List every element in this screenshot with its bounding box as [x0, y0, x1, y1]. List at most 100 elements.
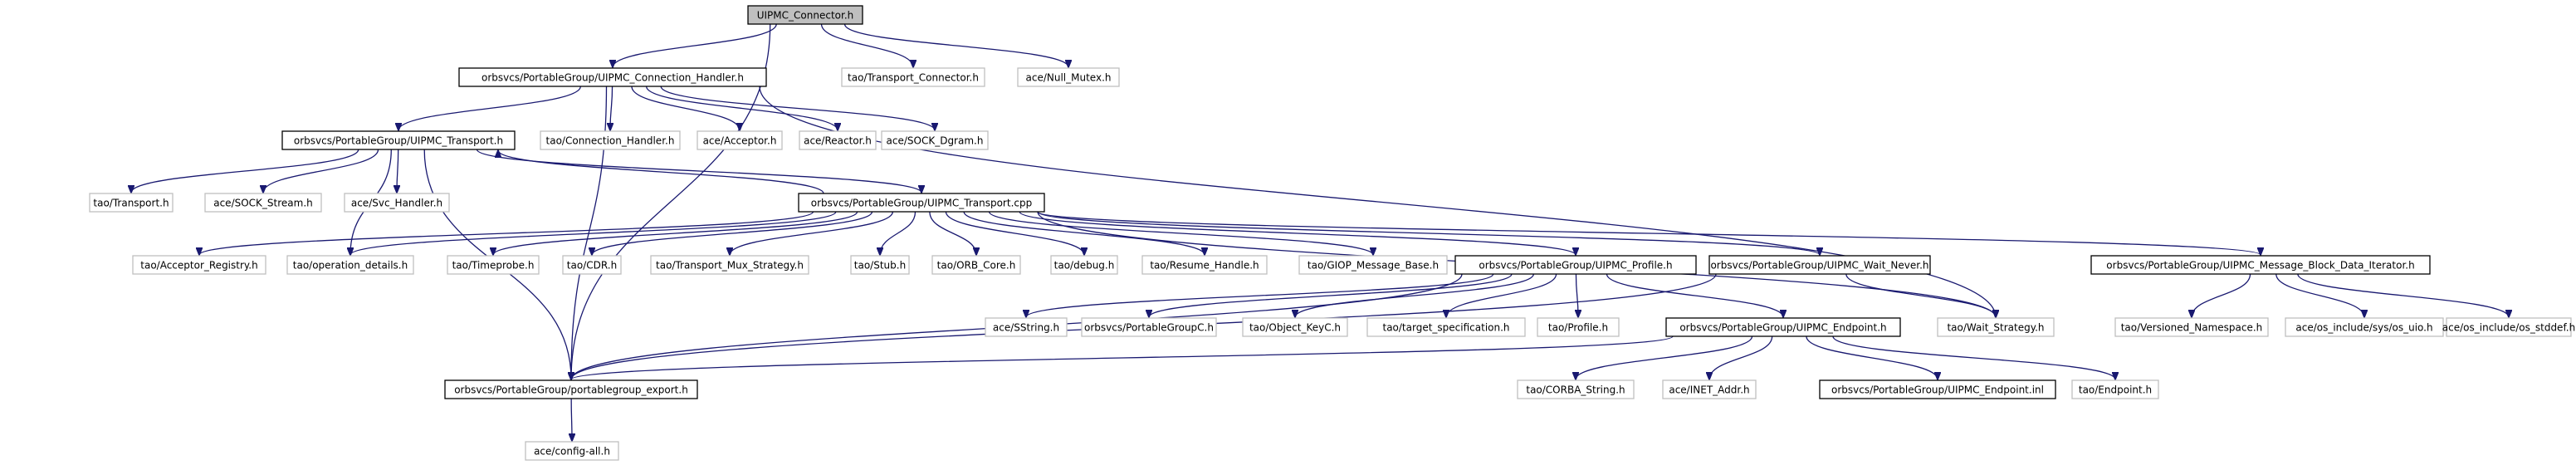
node-box: [1819, 379, 2056, 399]
graph-node[interactable]: orbsvcs/PortableGroup/UIPMC_Endpoint.inl: [1819, 379, 2056, 399]
node-box: [1242, 317, 1348, 337]
node-label: tao/ORB_Core.h: [937, 260, 1016, 272]
node-box: [132, 255, 266, 275]
node-label: ace/os_include/sys/os_uio.h: [2295, 322, 2432, 334]
edge-n12-n13: [199, 211, 814, 255]
graph-node[interactable]: orbsvcs/PortableGroup/UIPMC_Transport.h: [281, 130, 516, 150]
node-box: [204, 193, 322, 213]
graph-node: ace/SString.h: [985, 317, 1068, 337]
node-label: ace/Svc_Handler.h: [351, 198, 442, 209]
graph-node[interactable]: orbsvcs/PortableGroup/portablegroup_expo…: [444, 379, 698, 399]
node-label: orbsvcs/PortableGroup/UIPMC_Transport.h: [294, 135, 503, 147]
node-box: [799, 130, 877, 150]
edge-n12-n21: [963, 211, 1205, 255]
node-box: [1017, 67, 1120, 87]
graph-node: ace/Svc_Handler.h: [344, 193, 450, 213]
graph-node: tao/Versioned_Namespace.h: [2114, 317, 2269, 337]
node-box: [344, 193, 450, 213]
node-box: [2090, 255, 2431, 275]
node-box: [1708, 255, 1931, 275]
node-label: tao/debug.h: [1054, 260, 1115, 272]
node-label: tao/Transport_Mux_Strategy.h: [656, 260, 804, 272]
edge-n0-n36: [571, 23, 771, 379]
node-label: ace/os_include/os_stddef.h: [2442, 322, 2575, 334]
node-box: [286, 255, 414, 275]
graph-node: tao/Object_KeyC.h: [1242, 317, 1348, 337]
node-box: [2446, 317, 2572, 337]
edge-n23-n29: [1446, 273, 1557, 317]
node-label: ace/SString.h: [993, 322, 1059, 334]
node-label: orbsvcs/PortableGroup/UIPMC_Endpoint.inl: [1831, 384, 2044, 396]
graph-node: tao/CDR.h: [562, 255, 622, 275]
graph-node: tao/CORBA_String.h: [1517, 379, 1635, 399]
graph-node[interactable]: orbsvcs/PortableGroup/UIPMC_Message_Bloc…: [2090, 255, 2431, 275]
graph-node: tao/Acceptor_Registry.h: [132, 255, 266, 275]
edge-n24-n32: [1845, 273, 1996, 317]
edge-n12-n16: [592, 211, 873, 255]
node-label: ace/Null_Mutex.h: [1026, 72, 1112, 84]
graph-node[interactable]: orbsvcs/PortableGroup/UIPMC_Profile.h: [1454, 255, 1697, 275]
edge-n23-n26: [1026, 273, 1494, 317]
node-label: orbsvcs/PortableGroup/UIPMC_Connection_H…: [481, 72, 744, 84]
node-box: [1537, 317, 1620, 337]
edge-n4-n9: [131, 149, 359, 193]
graph-node[interactable]: orbsvcs/PortableGroup/UIPMC_Transport.cp…: [798, 193, 1045, 213]
graph-node: ace/Acceptor.h: [697, 130, 783, 150]
graph-node[interactable]: orbsvcs/PortableGroup/UIPMC_Wait_Never.h: [1708, 255, 1931, 275]
node-label: tao/GIOP_Message_Base.h: [1308, 260, 1439, 272]
node-label: tao/operation_details.h: [293, 260, 408, 272]
node-label: orbsvcs/PortableGroup/UIPMC_Message_Bloc…: [2106, 260, 2414, 272]
graph-node: tao/Profile.h: [1537, 317, 1620, 337]
edge-n0-n3: [843, 23, 1068, 67]
node-box: [562, 255, 622, 275]
node-label: tao/Versioned_Namespace.h: [2121, 322, 2263, 334]
graph-node: ace/Null_Mutex.h: [1017, 67, 1120, 87]
edge-n0-n1: [613, 23, 777, 67]
edge-n23-n27: [1149, 273, 1513, 317]
graph-node[interactable]: orbsvcs/PortableGroup/UIPMC_Connection_H…: [458, 67, 767, 87]
node-label: ace/INET_Addr.h: [1669, 384, 1749, 396]
edge-n31-n36: [571, 335, 1674, 379]
node-box: [881, 130, 989, 150]
node-box: [841, 67, 985, 87]
node-label: tao/CORBA_String.h: [1526, 384, 1625, 396]
edge-n12-n20: [945, 211, 1084, 255]
graph-node[interactable]: UIPMC_Connector.h: [747, 5, 863, 25]
node-box: [2285, 317, 2444, 337]
edge-n12-n4: [498, 150, 824, 194]
edge-n25-n35: [2297, 273, 2509, 317]
node-label: tao/Transport_Connector.h: [848, 72, 979, 84]
edge-n1-n7: [646, 86, 838, 130]
node-label: tao/Acceptor_Registry.h: [140, 260, 257, 272]
edge-n36-n41: [571, 398, 572, 441]
edge-n4-n10: [263, 149, 379, 193]
node-label: orbsvcs/PortableGroupC.h: [1084, 322, 1214, 334]
graph-node: ace/os_include/sys/os_uio.h: [2285, 317, 2444, 337]
edge-n12-n18: [880, 211, 917, 255]
node-box: [1937, 317, 2055, 337]
edge-n1-n6: [631, 86, 740, 130]
edge-n12-n23: [1019, 211, 1576, 255]
node-label: orbsvcs/PortableGroup/UIPMC_Endpoint.h: [1679, 322, 1886, 334]
node-box: [1298, 255, 1448, 275]
graph-node: tao/Transport.h: [89, 193, 174, 213]
node-label: tao/Transport.h: [93, 198, 169, 209]
graph-node[interactable]: orbsvcs/PortableGroup/UIPMC_Endpoint.h: [1665, 317, 1901, 337]
graph-node: tao/GIOP_Message_Base.h: [1298, 255, 1448, 275]
graph-node: tao/ORB_Core.h: [931, 255, 1021, 275]
node-box: [1662, 379, 1757, 399]
graph-node: ace/os_include/os_stddef.h: [2442, 317, 2575, 337]
node-box: [985, 317, 1068, 337]
edge-n23-n31: [1606, 273, 1784, 317]
node-box: [540, 130, 681, 150]
edge-n1-n8: [660, 86, 935, 130]
edge-n12-n17: [730, 211, 893, 255]
graph-node: orbsvcs/PortableGroupC.h: [1081, 317, 1217, 337]
node-box: [89, 193, 174, 213]
edge-n23-n28: [1295, 273, 1534, 317]
node-label: tao/Resume_Handle.h: [1150, 260, 1259, 272]
node-box: [1366, 317, 1526, 337]
edge-n31-n40: [1832, 335, 2115, 379]
node-label: tao/Object_KeyC.h: [1249, 322, 1341, 334]
node-label: ace/SOCK_Dgram.h: [887, 135, 984, 147]
